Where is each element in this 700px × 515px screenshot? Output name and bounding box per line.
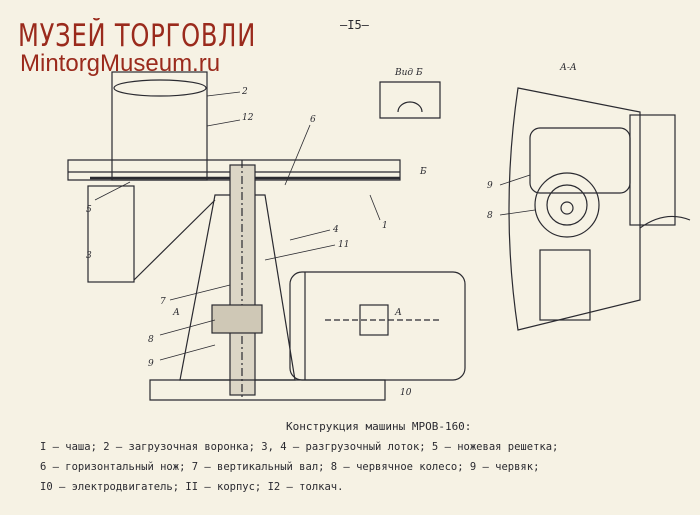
- label-9: 9: [148, 359, 154, 369]
- unloading-chute: [87, 185, 135, 283]
- watermark-title: МУЗЕЙ ТОРГОВЛИ: [18, 18, 257, 54]
- label-3: 3: [86, 251, 92, 261]
- label-8: 8: [148, 335, 154, 345]
- caption-line: I0 – электродвигатель; II – корпус; I2 –…: [40, 481, 344, 493]
- view-b-detail: [379, 81, 441, 119]
- label-12: 12: [242, 113, 254, 123]
- bowl: [67, 159, 401, 181]
- label-8-section: 8: [487, 211, 493, 221]
- electric-motor: [289, 271, 466, 381]
- caption-title: Конструкция машины МРОВ-160:: [286, 420, 472, 433]
- section-label: А-А: [559, 63, 577, 73]
- label-7: 7: [160, 297, 166, 307]
- watermark-url: MintorgMuseum.ru: [20, 50, 221, 77]
- label-b: Б: [419, 167, 427, 177]
- label-5: 5: [86, 205, 92, 215]
- section-a-a: [508, 87, 641, 331]
- label-6: 6: [310, 115, 316, 125]
- label-9-section: 9: [487, 181, 493, 191]
- label-4: 4: [332, 225, 339, 235]
- label-a-right: А: [394, 308, 402, 318]
- label-11: 11: [338, 240, 349, 250]
- label-10: 10: [400, 388, 412, 398]
- label-a-left: А: [172, 308, 180, 318]
- label-1: 1: [382, 221, 388, 231]
- view-b-label: Вид Б: [394, 68, 423, 78]
- label-2: 2: [241, 87, 248, 97]
- page-number: –I5–: [340, 18, 369, 32]
- caption-line: 6 – горизонтальный нож; 7 – вертикальный…: [40, 461, 540, 473]
- caption-line: I – чаша; 2 – загрузочная воронка; 3, 4 …: [40, 441, 559, 453]
